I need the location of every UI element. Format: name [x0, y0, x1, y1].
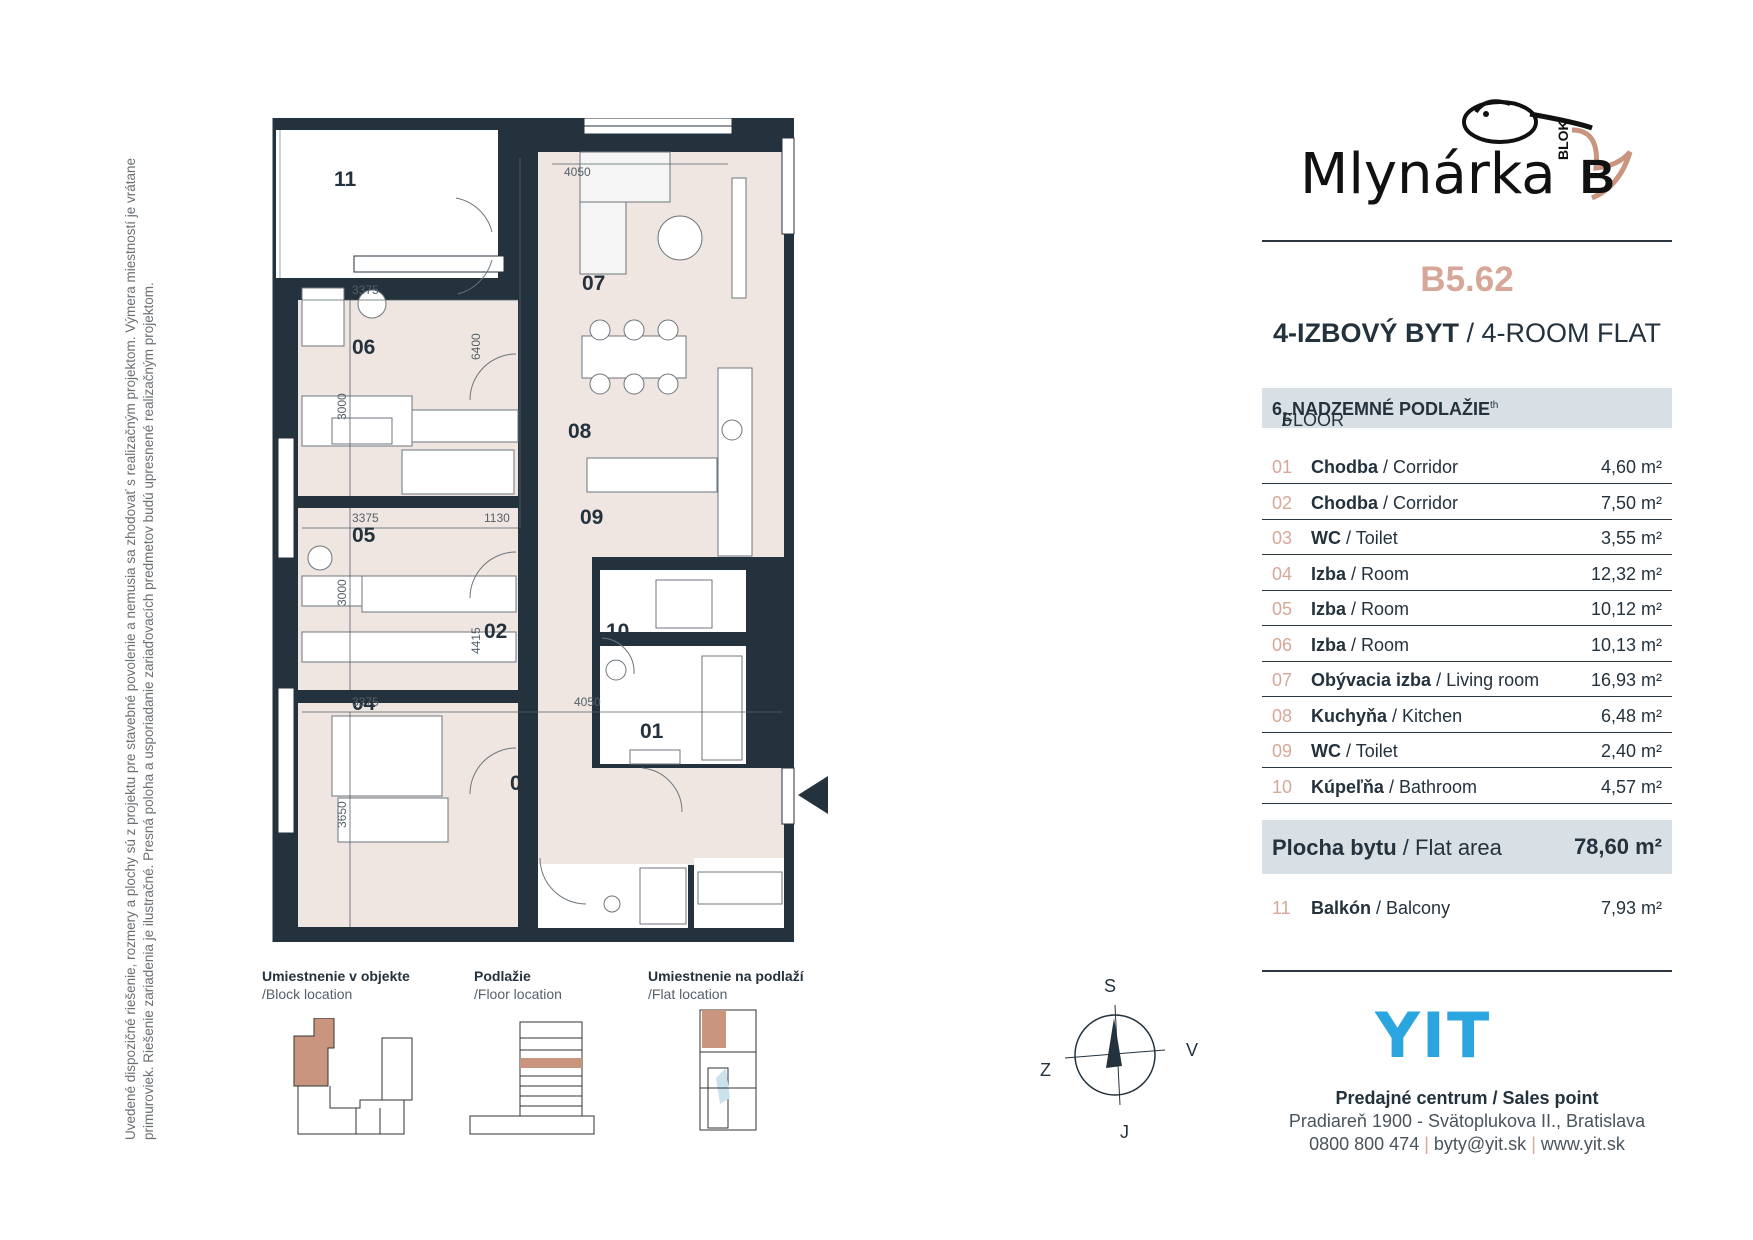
- plan-label-08: 08: [568, 420, 592, 443]
- plan-dim: 3375: [352, 283, 379, 297]
- plan-dim: 3375: [352, 511, 379, 525]
- plan-label-06: 06: [352, 336, 375, 359]
- entrance-arrow-icon: [798, 776, 828, 814]
- bird-icon: [1462, 99, 1593, 144]
- room-row: 02 Chodba / Corridor 7,50 m²: [1262, 484, 1672, 520]
- compass-j: J: [1120, 1122, 1129, 1142]
- plan-dim: 3000: [335, 393, 349, 420]
- location-title: Umiestnenie na podlaží: [648, 968, 804, 984]
- room-number: 06: [1272, 634, 1293, 655]
- room-name: WC / Toilet: [1311, 741, 1398, 761]
- room-number: 08: [1272, 705, 1293, 726]
- room-number: 09: [1272, 741, 1293, 761]
- plan-dim: 4050: [574, 695, 601, 709]
- flat-area-band: Plocha bytu / Flat area 78,60 m²: [1262, 820, 1672, 874]
- room-name: Obývacia izba / Living room: [1311, 670, 1540, 690]
- plan-label-05: 05: [352, 524, 376, 547]
- room-row: 03 WC / Toilet 3,55 m²: [1262, 519, 1672, 555]
- plan-label-07: 07: [582, 272, 605, 295]
- plan-label-01: 01: [640, 720, 664, 743]
- divider: [1262, 240, 1672, 242]
- room-area: 7,50 m²: [1600, 492, 1662, 513]
- room-area: 12,32 m²: [1590, 563, 1662, 584]
- flat-type: 4-IZBOVÝ BYT / 4-ROOM FLAT: [1272, 318, 1662, 348]
- plan-dim: 3000: [335, 579, 349, 606]
- room-name: Izba / Room: [1311, 563, 1410, 584]
- plan-dim: 4050: [564, 165, 591, 179]
- room-row: 09 WC / Toilet 2,40 m²: [1262, 732, 1672, 768]
- room-number: 03: [1272, 528, 1293, 548]
- sales-email[interactable]: byty@yit.sk: [1433, 1134, 1527, 1154]
- yit-logo: YIT: [1375, 1005, 1491, 1063]
- room-row: 07 Obývacia izba / Living room 16,93 m²: [1262, 661, 1672, 697]
- location-sub: /Floor location: [474, 986, 562, 1002]
- room-area: 6,48 m²: [1600, 705, 1662, 726]
- room-area: 10,12 m²: [1590, 599, 1662, 619]
- room-name: Izba / Room: [1311, 599, 1410, 619]
- room-name: WC / Toilet: [1311, 528, 1398, 548]
- plan-label-04: 04: [352, 692, 376, 715]
- plan-label-02: 02: [484, 620, 507, 643]
- room-number: 07: [1272, 670, 1293, 690]
- flat-location-diagram: [699, 1009, 757, 1131]
- compass-z: Z: [1040, 1060, 1051, 1080]
- brand-name: Mlynárka: [1300, 142, 1556, 207]
- room-name: Izba / Room: [1311, 634, 1410, 655]
- plan-label-11: 11: [334, 168, 357, 191]
- plan-label-09: 09: [580, 506, 603, 529]
- location-title: Umiestnenie v objekte: [262, 968, 410, 984]
- room-number: 05: [1272, 599, 1293, 619]
- floor-plan: 11 07 06 08 09 05 02 10 04 01 03 4050 33…: [272, 118, 795, 942]
- blok-label: BLOK: [1555, 120, 1571, 160]
- plan-dim: 3375: [352, 695, 379, 709]
- block-location-diagram: [293, 1018, 413, 1135]
- room-name: Chodba / Corridor: [1311, 457, 1459, 477]
- room-area: 16,93 m²: [1590, 670, 1662, 690]
- compass-v: V: [1186, 1040, 1199, 1060]
- room-area: 3,55 m²: [1600, 528, 1662, 548]
- floor-location-diagram: [469, 1021, 595, 1135]
- sales-phone: 0800 800 474: [1309, 1134, 1420, 1154]
- balcony-row: 11 Balkón / Balcony 7,93 m²: [1272, 898, 1662, 918]
- plan-dim: 1130: [484, 511, 510, 525]
- balcony-area: [276, 130, 498, 278]
- svg-text:YIT: YIT: [1375, 1005, 1491, 1063]
- location-title: Podlažie: [474, 968, 531, 984]
- room-row: 05 Izba / Room 10,12 m²: [1262, 590, 1672, 626]
- room-name: Chodba / Corridor: [1311, 492, 1459, 513]
- room-name: Kuchyňa / Kitchen: [1311, 705, 1463, 726]
- sales-point: Predajné centrum / Sales point Pradiareň…: [1288, 1088, 1646, 1154]
- room-row: 01 Chodba / Corridor 4,60 m²: [1262, 448, 1672, 484]
- room-area: 4,57 m²: [1600, 776, 1662, 797]
- blok-letter: B: [1580, 151, 1615, 204]
- plan-dim: 3650: [335, 801, 349, 828]
- plan-label-10: 10: [606, 620, 629, 643]
- room-area: 4,60 m²: [1600, 457, 1662, 477]
- plan-dim: 6400: [469, 333, 483, 360]
- room-row: 06 Izba / Room 10,13 m²: [1262, 626, 1672, 662]
- compass-s: S: [1104, 976, 1117, 996]
- location-sub: /Block location: [262, 986, 353, 1002]
- room-number: 01: [1272, 457, 1293, 477]
- plan-dim: 4415: [469, 627, 483, 654]
- location-sub: /Flat location: [648, 986, 728, 1002]
- room-row: 10 Kúpeľňa / Bathroom 4,57 m²: [1262, 768, 1672, 804]
- divider: [1262, 970, 1672, 972]
- compass-icon: [1064, 1004, 1166, 1106]
- plan-label-03: 03: [510, 772, 533, 795]
- room-number: 04: [1272, 563, 1293, 584]
- room-name: Kúpeľňa / Bathroom: [1311, 776, 1478, 797]
- room-number: 02: [1272, 492, 1293, 513]
- disclaimer-text: Uvedené dispozičné riešenie, rozmery a p…: [123, 157, 156, 1140]
- room-area: 2,40 m²: [1600, 741, 1662, 761]
- sales-web[interactable]: www.yit.sk: [1540, 1134, 1625, 1154]
- room-row: 08 Kuchyňa / Kitchen 6,48 m²: [1262, 697, 1672, 733]
- room-number: 10: [1272, 776, 1293, 797]
- room-row: 04 Izba / Room 12,32 m²: [1262, 555, 1672, 591]
- mlynarka-logo: [1462, 99, 1633, 201]
- room-area: 10,13 m²: [1590, 634, 1662, 655]
- room-01-floor: [538, 768, 784, 865]
- flat-code: B5.62: [1420, 260, 1514, 299]
